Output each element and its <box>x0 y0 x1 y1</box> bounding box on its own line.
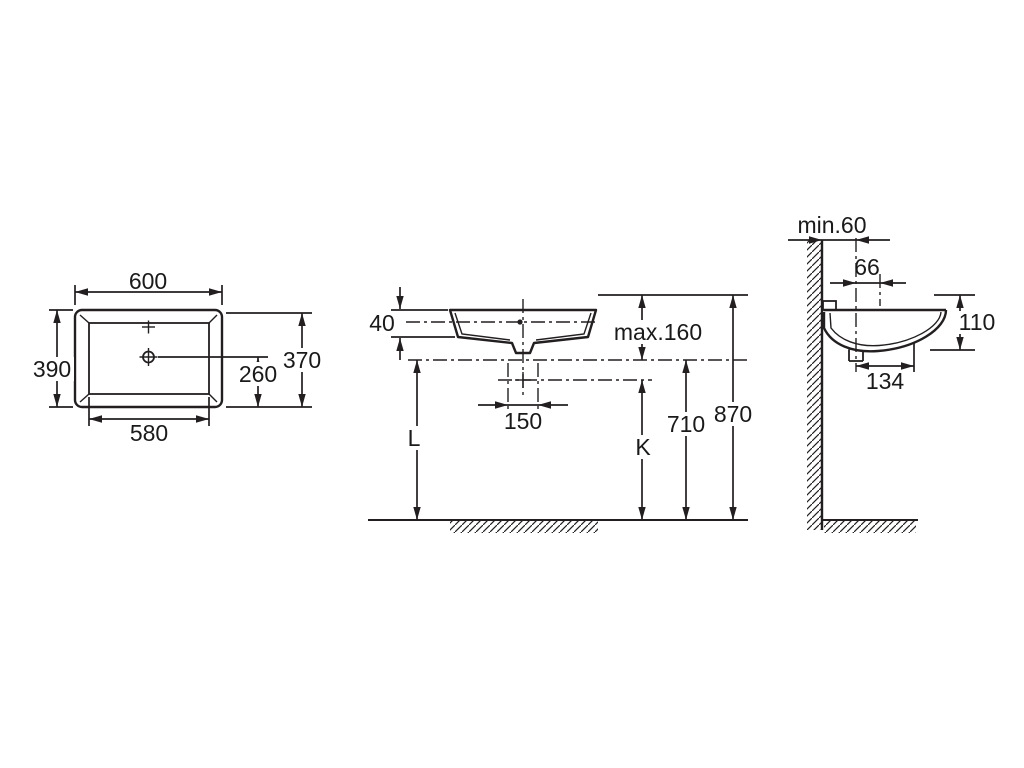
basin-side-inner <box>829 311 942 347</box>
dim-label-66: 66 <box>854 254 880 280</box>
dim-label-390: 390 <box>33 356 71 382</box>
dim-basin-height: 110 <box>930 294 999 351</box>
dim-drain-to-wall: 134 <box>856 342 915 394</box>
fixing-bracket <box>822 300 837 311</box>
wall-hatch <box>807 240 822 530</box>
dim-rim-height: 40 <box>369 287 455 360</box>
drain-symbol-icon <box>139 348 158 366</box>
dim-label-260: 260 <box>239 361 277 387</box>
basin-side-outline <box>822 309 948 353</box>
dim-label-K: K <box>635 434 651 460</box>
dim-label-580: 580 <box>130 420 168 446</box>
dim-label-L: L <box>408 425 421 451</box>
dim-max160: max.160 <box>609 295 709 360</box>
drain-trap <box>848 349 864 362</box>
dim-label-134: 134 <box>866 368 905 394</box>
dim-label-150: 150 <box>504 408 542 434</box>
dim-tap-to-wall: 66 <box>830 254 906 287</box>
dim-label-110: 110 <box>959 309 996 335</box>
dim-top-width: 600 <box>74 268 223 305</box>
dim-supply-height-L: L <box>400 360 428 520</box>
top-view: 600 390 580 260 370 <box>30 268 323 446</box>
basin-outer-rim <box>73 308 224 409</box>
dim-wall-min: min.60 <box>788 212 890 244</box>
dim-label-max160: max.160 <box>614 319 702 345</box>
dim-label-40: 40 <box>369 310 395 336</box>
basin-front-inner-right <box>535 312 592 341</box>
bowl-corner-bevels <box>79 314 218 403</box>
dim-mid-height: 710 <box>664 360 708 520</box>
dim-right-depth: 370 <box>226 312 323 408</box>
floor-hatch <box>450 521 598 533</box>
basin-front-inner-left <box>454 312 511 341</box>
dim-bottom-width: 580 <box>88 397 210 446</box>
dim-label-370: 370 <box>283 347 321 373</box>
front-view: 40 max.160 870 710 K L <box>368 287 755 533</box>
dim-drain-height-K: K <box>629 380 657 520</box>
overflow-hole-dot <box>517 319 523 325</box>
basin-front-outline <box>448 308 598 355</box>
drain-cross-icon <box>515 372 531 388</box>
dim-label-min60: min.60 <box>797 212 866 238</box>
dim-label-870: 870 <box>714 401 752 427</box>
dim-label-710: 710 <box>667 411 705 437</box>
dim-tap-spacing: 150 <box>478 363 568 434</box>
dim-total-height: 870 <box>711 295 755 520</box>
side-view: min.60 66 110 134 <box>788 212 999 533</box>
faucet-hole-icon <box>142 320 155 334</box>
dim-top-depth: 390 <box>30 309 74 408</box>
dim-label-600: 600 <box>129 268 167 294</box>
dim-drain-offset: 260 <box>158 356 279 407</box>
side-floor-hatch <box>824 521 916 533</box>
